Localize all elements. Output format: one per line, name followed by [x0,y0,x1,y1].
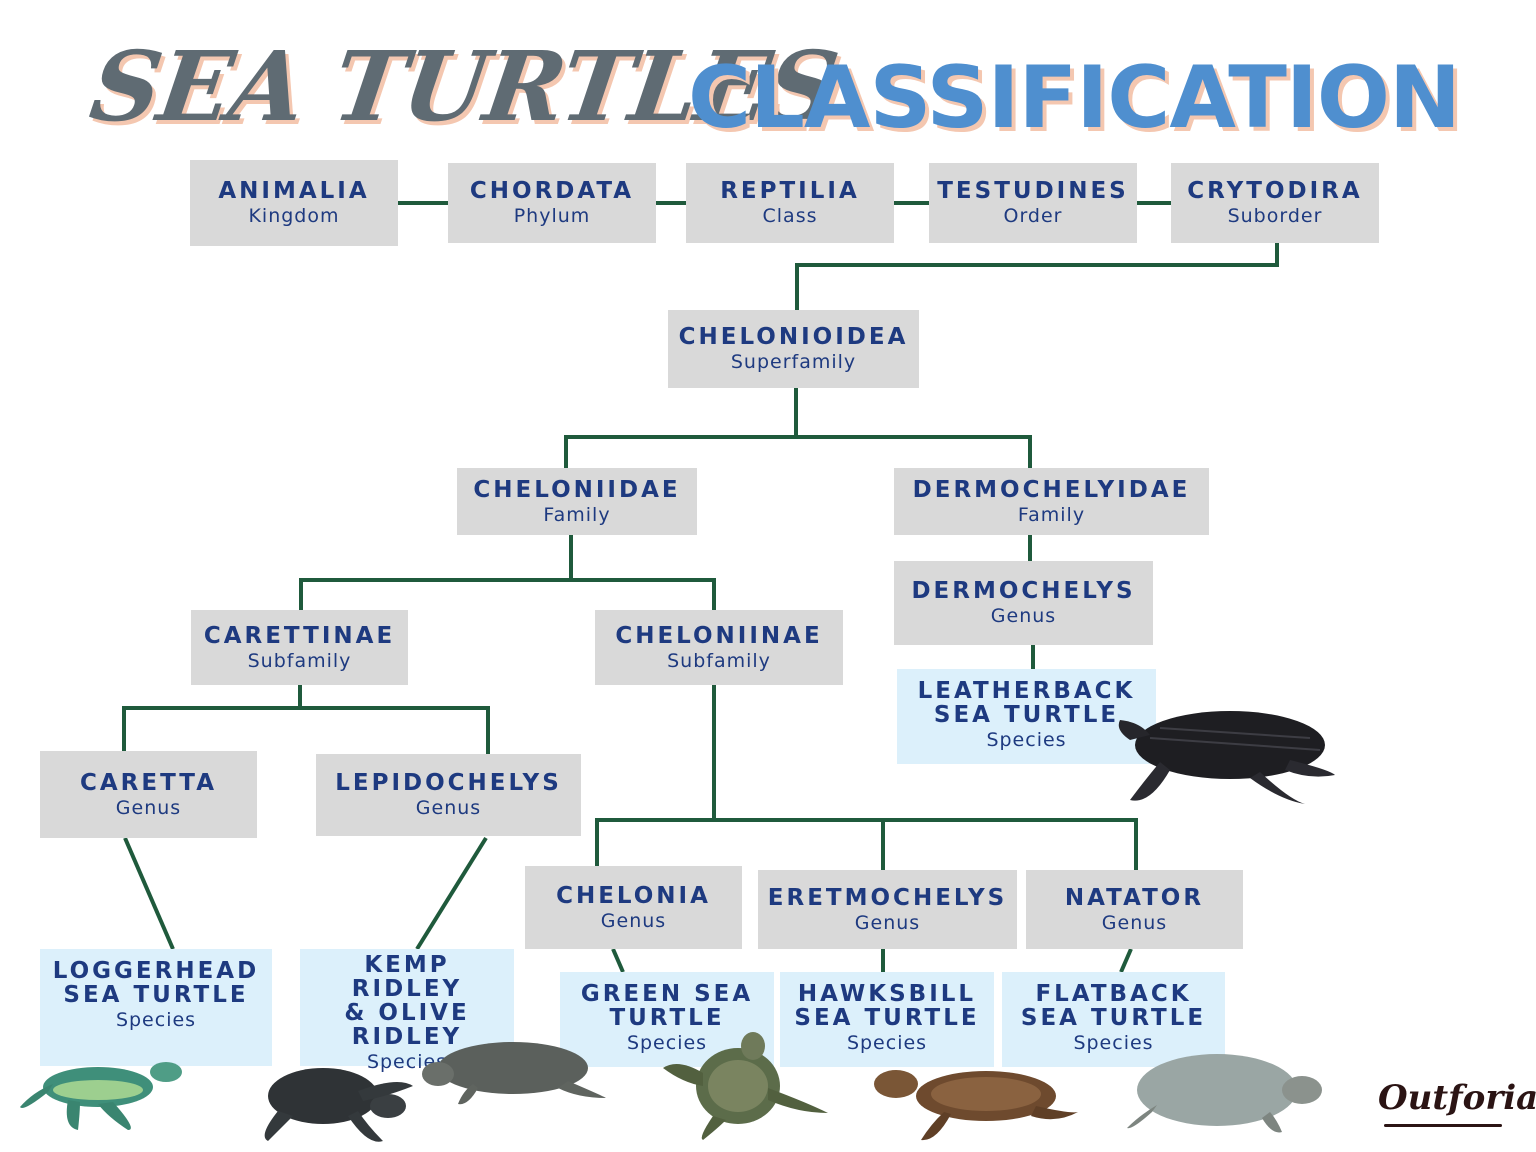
node-name: DERMOCHELYIDAE [912,476,1191,503]
node-name: DERMOCHELYS [911,578,1136,604]
node-suborder-crytodira: CRYTODIRA Suborder [1171,163,1379,243]
species-name-line: SEA TURTLE [1020,1005,1207,1031]
node-rank: Genus [600,909,667,932]
species-name-line: FLATBACK [1035,981,1192,1007]
species-name-line: SEA TURTLE [933,702,1120,728]
logo-underline [1384,1124,1502,1127]
node-name: TESTUDINES [937,178,1129,204]
loggerhead-turtle-image [20,1062,182,1130]
node-rank: Kingdom [248,205,340,227]
species-name-line: SEA TURTLE [794,1005,980,1031]
node-rank: Family [543,503,611,526]
kemp-ridley-turtle-image [264,1068,413,1142]
species-rank: Species [986,729,1067,751]
node-name: CHELONIIDAE [473,476,681,503]
node-name: CHORDATA [469,178,635,204]
hawksbill-turtle-image [874,1070,1078,1141]
node-name: LEPIDOCHELYS [335,770,562,796]
node-superfamily-chelonioidea: CHELONIOIDEA Superfamily [668,310,919,388]
node-subfamily-cheloniinae: CHELONIINAE Subfamily [595,610,843,685]
node-order-testudines: TESTUDINES Order [929,163,1137,243]
species-name-line: SEA TURTLE [63,982,249,1008]
node-name: CARETTA [79,769,218,796]
species-name-line: & OLIVE [344,1000,470,1026]
node-name: CHELONIOIDEA [678,324,909,350]
node-subfamily-carettinae: CARETTINAE Subfamily [191,610,408,685]
species-name-line: LEATHERBACK [917,678,1136,704]
species-name-line: GREEN SEA [580,981,754,1007]
flatback-turtle-image [1127,1054,1322,1133]
node-genus-dermochelys: DERMOCHELYS Genus [894,561,1153,645]
node-rank: Class [762,205,818,227]
species-rank: Species [115,1009,197,1031]
node-rank: Genus [990,605,1057,627]
node-rank: Order [1003,205,1063,227]
species-hawksbill: HAWKSBILL SEA TURTLE Species [780,972,994,1067]
node-phylum-chordata: CHORDATA Phylum [448,163,656,243]
node-rank: Superfamily [730,351,857,373]
title-classification: CLASSIFICATION [688,48,1461,148]
node-name: CHELONIINAE [615,622,823,649]
leatherback-turtle-image [1118,711,1335,804]
node-genus-eretmochelys: ERETMOCHELYS Genus [758,870,1017,949]
node-class-reptilia: REPTILIA Class [686,163,894,243]
species-name-line: HAWKSBILL [797,981,977,1007]
species-leatherback: LEATHERBACK SEA TURTLE Species [897,669,1156,764]
node-name: NATATOR [1064,884,1205,911]
node-genus-chelonia: CHELONIA Genus [525,866,742,949]
outforia-logo: Outforia [1378,1078,1536,1118]
node-kingdom-animalia: ANIMALIA Kingdom [190,160,398,246]
species-name-line: RIDLEY [351,1024,463,1050]
node-genus-caretta: CARETTA Genus [40,751,257,838]
species-rank: Species [626,1032,708,1054]
node-name: CARETTINAE [203,622,396,649]
node-name: ANIMALIA [218,178,370,204]
node-rank: Genus [1101,911,1168,934]
node-family-dermochelyidae: DERMOCHELYIDAE Family [894,468,1209,535]
node-rank: Subfamily [667,649,771,672]
node-rank: Genus [115,796,182,819]
node-genus-lepidochelys: LEPIDOCHELYS Genus [316,754,581,836]
node-family-cheloniidae: CHELONIIDAE Family [457,468,697,535]
node-rank: Genus [854,911,921,934]
species-flatback: FLATBACK SEA TURTLE Species [1002,972,1225,1067]
node-rank: Phylum [513,205,591,227]
node-genus-natator: NATATOR Genus [1026,870,1243,949]
species-rank: Species [1073,1032,1154,1054]
node-name: ERETMOCHELYS [767,884,1008,911]
green-sea-turtle-image [663,1032,828,1140]
title: SEA TURTLES CLASSIFICATION [0,22,1536,162]
species-name-line: LOGGERHEAD [52,958,260,984]
node-name: REPTILIA [720,178,860,204]
species-name-line: TURTLE [609,1005,725,1031]
olive-ridley-turtle-image [422,1042,606,1105]
species-rank: Species [846,1032,928,1054]
node-name: CRYTODIRA [1187,178,1363,204]
node-rank: Subfamily [247,649,352,672]
node-rank: Suborder [1227,205,1323,227]
node-name: CHELONIA [556,882,711,909]
node-rank: Family [1017,503,1086,526]
species-loggerhead: LOGGERHEAD SEA TURTLE Species [40,949,272,1066]
species-name-line: KEMP RIDLEY [351,952,463,1002]
node-rank: Genus [415,797,482,819]
